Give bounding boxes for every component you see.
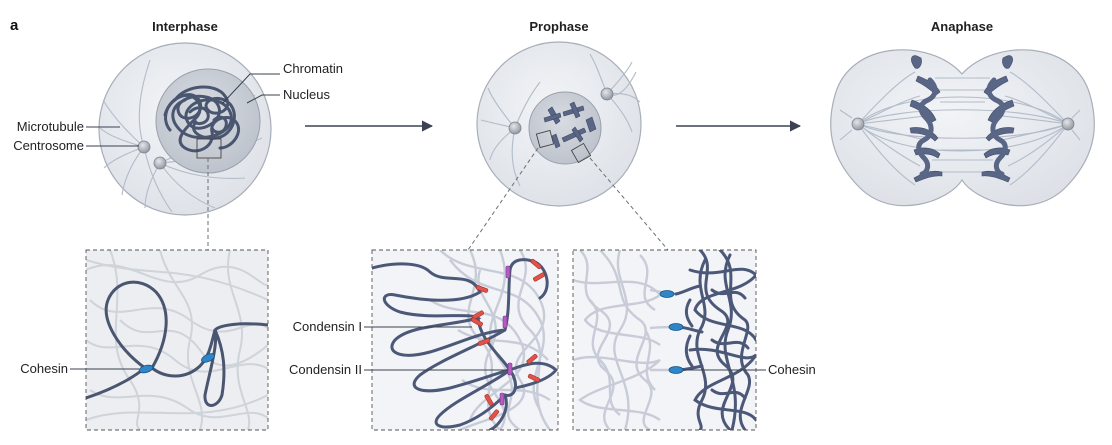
prophase-centrosome-1	[508, 121, 522, 135]
label-microtubule: Microtubule	[17, 119, 84, 134]
prophase-chromosomes	[543, 101, 597, 149]
interphase-centrosome-2	[153, 156, 167, 170]
title-anaphase: Anaphase	[931, 19, 993, 34]
anaphase-chromosomes-right	[981, 55, 1015, 183]
prophase-zoom-box-2	[570, 142, 592, 164]
label-condensin-1: Condensin I	[293, 319, 362, 334]
label-chromatin: Chromatin	[283, 61, 343, 76]
prophase-centrosome-2	[600, 87, 614, 101]
cohesin-ring-sister-3	[668, 366, 684, 374]
anaphase-cell	[830, 49, 1095, 207]
cohesin-ring-sister-1	[659, 290, 675, 298]
label-condensin-2: Condensin II	[289, 362, 362, 377]
inset-prophase-condensin	[371, 249, 559, 431]
label-cohesin-right: Cohesin	[768, 362, 816, 377]
cohesin-ring-sister-2	[668, 323, 684, 331]
panel-label: a	[10, 17, 19, 34]
condensin-1-complexes	[471, 258, 545, 421]
cohesin-ring-1	[138, 364, 154, 374]
prophase-cell	[476, 41, 642, 207]
anaphase-centrosome-left	[851, 117, 865, 131]
anaphase-microtubules	[839, 71, 1081, 186]
inset-prophase-cohesin	[572, 249, 757, 431]
interphase-cell	[98, 42, 272, 216]
interphase-chromatin	[163, 85, 241, 153]
anaphase-centrosome-right	[1061, 117, 1075, 131]
label-cohesin-left: Cohesin	[20, 361, 68, 376]
cohesin-ring-2	[201, 353, 215, 363]
label-centrosome: Centrosome	[13, 138, 84, 153]
label-nucleus: Nucleus	[283, 87, 330, 102]
interphase-zoom-box	[196, 138, 222, 159]
title-prophase: Prophase	[529, 19, 588, 34]
title-interphase: Interphase	[152, 19, 218, 34]
condensin-2-complexes	[499, 265, 513, 406]
anaphase-chromosomes-left	[909, 55, 943, 183]
interphase-centrosome-1	[137, 140, 151, 154]
inset-interphase-cohesin	[85, 249, 269, 431]
prophase-zoom-box-1	[535, 129, 555, 149]
